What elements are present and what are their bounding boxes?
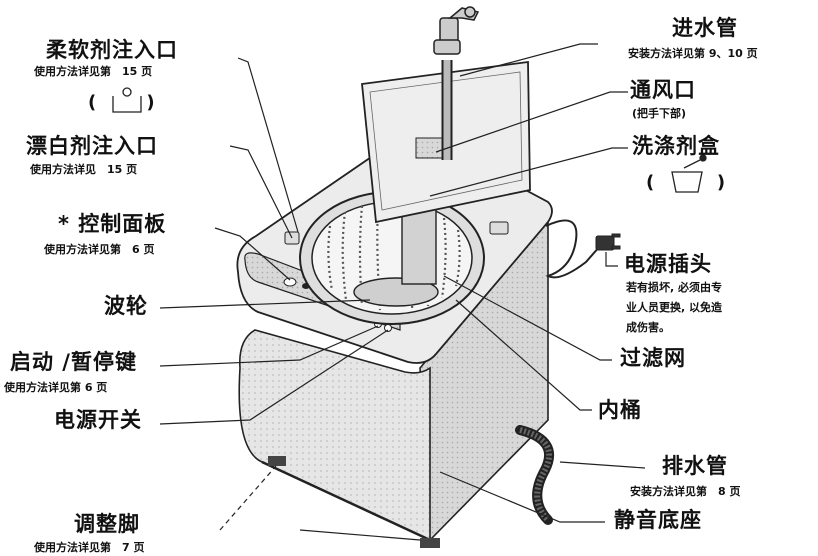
note-inlet-hose: 安装方法详见第 9、10 页 — [628, 47, 758, 60]
label-vent: 通风口 — [630, 78, 696, 102]
detergent-cup-icon — [671, 154, 707, 193]
detergent-symbol: ( ) — [646, 172, 726, 193]
note-power-plug-line1: 若有损坏, 必须由专 — [626, 281, 723, 294]
label-inner-tub: 内桶 — [598, 398, 642, 422]
label-quiet-base: 静音底座 — [614, 508, 702, 532]
label-inlet-hose: 进水管 — [672, 16, 738, 40]
label-bleach-inlet: 漂白剂注入口 — [26, 134, 158, 158]
note-power-plug-line3: 成伤害。 — [626, 321, 670, 334]
note-bleach-inlet: 使用方法详见 15 页 — [30, 163, 138, 176]
note-control-panel: 使用方法详见第 6 页 — [44, 243, 155, 256]
plug — [595, 233, 621, 251]
note-drain-hose: 安装方法详见第 8 页 — [630, 485, 741, 498]
label-control-panel: * 控制面板 — [58, 212, 167, 236]
note-vent: (把手下部) — [632, 107, 687, 120]
note-adjust-feet: 使用方法详见第 7 页 — [34, 541, 145, 554]
cabinet-front — [238, 329, 431, 542]
leader-lines — [159, 43, 646, 541]
pulsator — [353, 277, 439, 307]
label-power-switch: 电源开关 — [54, 408, 142, 432]
label-start-pause: 启动 /暂停键 — [10, 350, 137, 374]
note-softener-inlet: 使用方法详见第 15 页 — [34, 65, 153, 78]
power-cord — [545, 219, 601, 279]
note-power-plug-line2: 业人员更换, 以免造 — [626, 301, 723, 314]
note-start-pause: 使用方法详见第 6 页 — [4, 381, 108, 394]
label-softener-inlet: 柔软剂注入口 — [46, 38, 178, 62]
label-drain-hose: 排水管 — [662, 454, 728, 478]
label-adjust-feet: 调整脚 — [74, 512, 140, 536]
label-filter: 过滤网 — [620, 346, 686, 370]
label-power-plug: 电源插头 — [624, 252, 712, 276]
label-pulsator: 波轮 — [104, 294, 148, 318]
softener-symbol: ( ) — [88, 92, 155, 113]
softener-cup-icon — [112, 87, 142, 113]
label-detergent-box: 洗涤剂盒 — [632, 134, 720, 158]
tap — [433, 6, 480, 55]
